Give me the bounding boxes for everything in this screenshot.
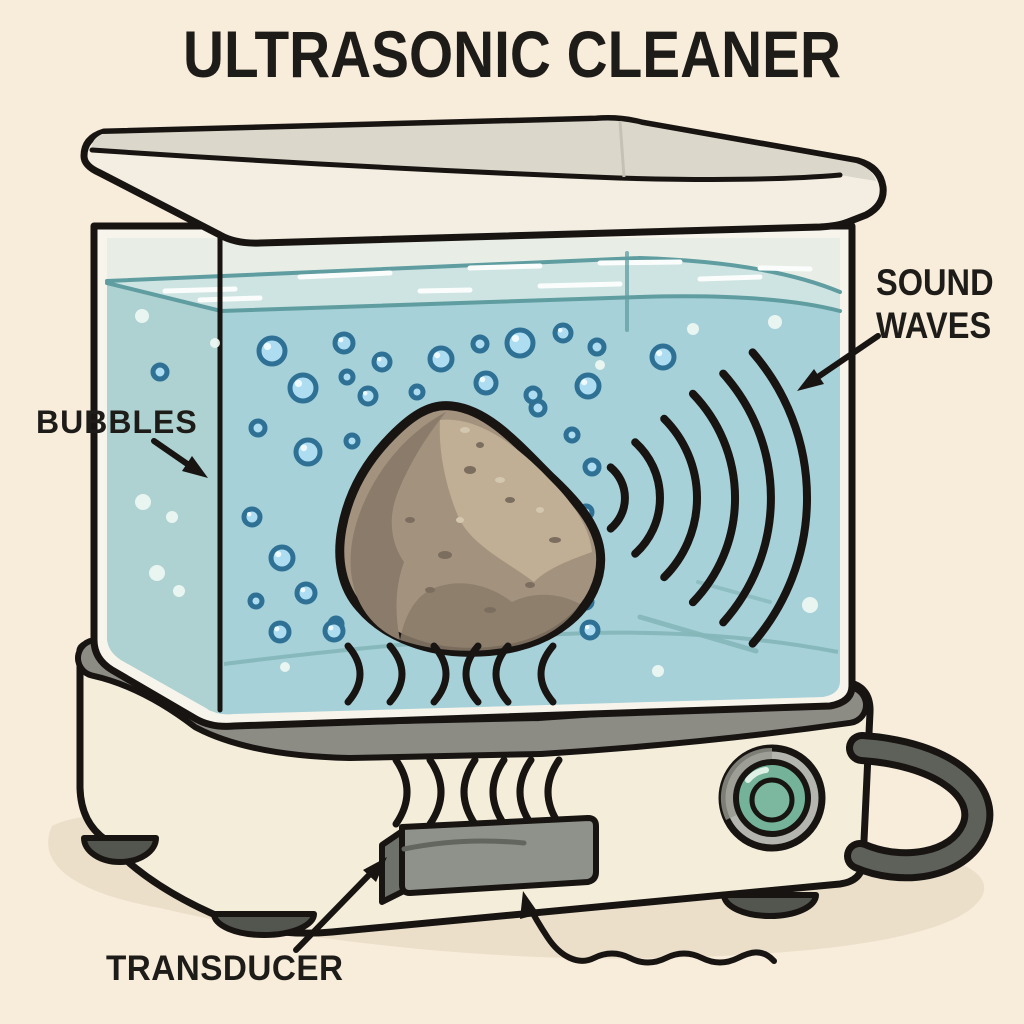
bubble-highlight bbox=[557, 327, 563, 333]
foot-center bbox=[211, 911, 317, 938]
bubble bbox=[241, 506, 263, 528]
sound-waves-arrow bbox=[797, 333, 881, 391]
foot-right bbox=[721, 892, 819, 919]
bubble bbox=[582, 457, 602, 477]
small-bubble bbox=[210, 338, 220, 348]
page-title: ULTRASONIC CLEANER bbox=[183, 17, 841, 91]
cavitation-bubbles bbox=[135, 309, 818, 677]
small-bubble bbox=[135, 494, 151, 510]
bubble-highlight bbox=[300, 444, 308, 452]
water-surface-front-line bbox=[105, 281, 842, 314]
bubble-highlight bbox=[584, 624, 590, 630]
small-bubble bbox=[687, 323, 699, 335]
bubble-highlight bbox=[246, 511, 252, 517]
bubble bbox=[504, 327, 536, 359]
power-cable bbox=[844, 732, 994, 882]
small-bubble bbox=[802, 597, 818, 613]
transducer-specular-line bbox=[401, 838, 527, 852]
bubble bbox=[579, 619, 601, 641]
surface-highlights bbox=[162, 259, 813, 303]
bubble-highlight bbox=[581, 379, 588, 386]
bubble bbox=[343, 432, 361, 450]
bubble bbox=[256, 335, 288, 367]
bubble-highlight bbox=[511, 334, 520, 343]
lid-inner-rim-line bbox=[89, 147, 843, 182]
small-bubble bbox=[135, 309, 149, 323]
bubble-highlight bbox=[362, 390, 368, 396]
bubble bbox=[294, 581, 318, 605]
sound-waves-label-line1: SOUND bbox=[876, 262, 994, 303]
bubble-highlight bbox=[479, 376, 486, 383]
small-bubble bbox=[173, 585, 185, 597]
water-streak-1 bbox=[637, 614, 759, 654]
bubble bbox=[332, 331, 356, 355]
bubble bbox=[574, 372, 602, 400]
small-bubble bbox=[652, 665, 664, 677]
bubble bbox=[293, 437, 323, 467]
bubble-highlight bbox=[328, 625, 334, 631]
bubble bbox=[287, 372, 319, 404]
annotations bbox=[151, 333, 881, 966]
rock-speckles bbox=[405, 442, 561, 613]
bubble bbox=[338, 368, 356, 386]
underwater-vibration-marks bbox=[344, 642, 557, 706]
bubble bbox=[248, 418, 268, 438]
rock-light-speckles bbox=[456, 427, 544, 523]
bubble-highlight bbox=[300, 587, 306, 593]
bubble-highlight bbox=[376, 356, 382, 362]
small-bubble bbox=[768, 315, 782, 329]
bubble bbox=[247, 592, 265, 610]
transducer-body bbox=[399, 815, 599, 896]
bubble-highlight bbox=[263, 342, 272, 351]
small-bubble bbox=[149, 565, 165, 581]
power-button bbox=[718, 744, 826, 852]
bubble bbox=[552, 322, 574, 344]
sound-waves bbox=[606, 348, 812, 648]
bubbles-arrow bbox=[151, 438, 208, 478]
bubble-highlight bbox=[656, 350, 663, 357]
bubble bbox=[473, 370, 499, 396]
bubble bbox=[408, 383, 426, 401]
bubble bbox=[427, 345, 455, 373]
transducer-label: TRANSDUCER bbox=[106, 949, 344, 988]
small-bubble bbox=[595, 360, 605, 370]
small-bubble bbox=[280, 662, 290, 672]
rock bbox=[335, 401, 606, 657]
bubble bbox=[528, 398, 548, 418]
bubbles-label: BUBBLES bbox=[36, 404, 198, 440]
water-surface-back-line bbox=[105, 255, 842, 294]
bubble bbox=[587, 337, 607, 357]
sound-waves-label: SOUND WAVES bbox=[876, 261, 994, 348]
bubble bbox=[322, 619, 346, 643]
transducer-arrow bbox=[293, 857, 387, 953]
bubble bbox=[470, 334, 490, 354]
bubble bbox=[563, 426, 581, 444]
rock-dark-patch-bottom bbox=[400, 583, 580, 651]
transducer-block bbox=[379, 815, 599, 905]
bubble-highlight bbox=[294, 379, 303, 388]
bubble bbox=[268, 544, 296, 572]
bubble-highlight bbox=[434, 352, 441, 359]
bubble bbox=[150, 362, 170, 382]
bubble-highlight bbox=[274, 626, 280, 632]
lid-top-face bbox=[91, 120, 876, 181]
tank-lid bbox=[80, 115, 887, 247]
bubble-highlight bbox=[275, 551, 282, 558]
rock-dark-patch-left bbox=[350, 412, 446, 640]
bubble bbox=[371, 351, 393, 373]
lid-seam bbox=[618, 120, 626, 178]
bubble bbox=[268, 620, 292, 644]
bubble-highlight bbox=[338, 337, 344, 343]
squiggle-arrow bbox=[520, 891, 777, 966]
small-bubble bbox=[166, 511, 178, 523]
water-side-pane bbox=[107, 281, 218, 712]
bubble bbox=[649, 343, 677, 371]
foot-left bbox=[81, 835, 159, 865]
sound-waves-label-line2: WAVES bbox=[876, 305, 992, 347]
bubble bbox=[357, 385, 379, 407]
water-surface-plane bbox=[107, 258, 840, 311]
